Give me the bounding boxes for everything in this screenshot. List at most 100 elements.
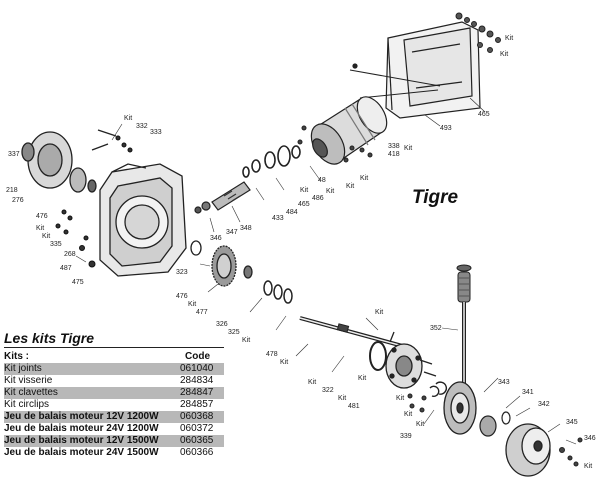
callout-label: 339: [400, 433, 412, 440]
callout-label: 268: [64, 251, 76, 258]
callout-label: 48: [318, 177, 326, 184]
callout-label: Kit: [396, 395, 404, 402]
callout-label: 347: [226, 229, 238, 236]
callout-label: 343: [498, 379, 510, 386]
callout-label: 276: [12, 197, 24, 204]
table-row: Jeu de balais moteur 24V 1200W 060372: [4, 423, 224, 435]
callout-label: 323: [176, 269, 188, 276]
kit-name: Jeu de balais moteur 24V 1200W: [4, 423, 159, 434]
callout-label: 465: [478, 111, 490, 118]
callout-label: 346: [584, 435, 596, 442]
callout-label: Kit: [416, 421, 424, 428]
callout-label: 486: [312, 195, 324, 202]
callout-label: 341: [522, 389, 534, 396]
lower-washers: [407, 393, 583, 467]
callout-label: Kit: [242, 337, 250, 344]
kits-column-label: Kits :: [4, 351, 29, 362]
table-row: Kit joints 061040: [4, 363, 224, 375]
leader-lines-top: [424, 97, 486, 127]
callout-label: 465: [298, 201, 310, 208]
callout-label: 475: [72, 279, 84, 286]
small-washers-top: [455, 12, 501, 53]
leader-lines: [75, 123, 577, 445]
callout-label: Kit: [280, 359, 288, 366]
callout-label: Kit: [500, 51, 508, 58]
callout-label: 477: [196, 309, 208, 316]
callout-label: 218: [6, 187, 18, 194]
pinion-shaft: [194, 181, 251, 214]
kit-code: 284857: [180, 399, 214, 410]
callout-label: Kit: [584, 463, 592, 470]
callout-label: Kit: [404, 145, 412, 152]
output-gear: [190, 240, 253, 287]
shaft-seal-ring: [369, 341, 387, 371]
callout-label: 476: [36, 213, 48, 220]
callout-label: 345: [566, 419, 578, 426]
callout-label: 418: [388, 151, 400, 158]
kit-name: Kit visserie: [4, 375, 53, 386]
propeller-disc: [443, 381, 477, 435]
hub-screws: [389, 331, 437, 377]
callout-labels: Kit 332 333 338 418 Kit Kit Kit 465 493 …: [6, 35, 596, 470]
spacer-rings: [263, 280, 293, 304]
callout-label: Kit: [124, 115, 132, 122]
callout-label: Kit: [300, 187, 308, 194]
callout-label: 326: [216, 321, 228, 328]
diagram-title: Tigre: [412, 187, 459, 208]
callout-label: 325: [228, 329, 240, 336]
table-row: Jeu de balais moteur 24V 1500W 060366: [4, 447, 224, 459]
kit-name: Kit clavettes: [4, 387, 58, 398]
kit-code: 284834: [180, 375, 214, 386]
circlip-parts: [429, 381, 447, 398]
callout-label: 332: [136, 123, 148, 130]
callout-label: Kit: [360, 175, 368, 182]
bearing-assembly: [479, 411, 511, 437]
end-cap: [21, 131, 97, 193]
callout-label: Kit: [326, 188, 334, 195]
kit-name: Kit joints: [4, 363, 42, 374]
table-row: Kit visserie 284834: [4, 375, 224, 387]
kit-code: 060366: [180, 447, 214, 458]
callout-label: 346: [210, 235, 222, 242]
kits-table: Les kits Tigre Kits : Code Kit joints 061…: [4, 330, 224, 459]
table-row: Kit circlips 284857: [4, 399, 224, 411]
end-pulley: [505, 423, 551, 477]
callout-label: 337: [8, 151, 20, 158]
kit-code: 060372: [180, 423, 214, 434]
callout-label: 338: [388, 143, 400, 150]
callout-label: 478: [266, 351, 278, 358]
code-column-label: Code: [185, 351, 210, 362]
kits-table-header: Kits : Code: [4, 351, 224, 363]
callout-label: Kit: [404, 411, 412, 418]
callout-label: 484: [286, 209, 298, 216]
callout-label: 322: [322, 387, 334, 394]
callout-label: Kit: [346, 183, 354, 190]
kit-name: Jeu de balais moteur 12V 1200W: [4, 411, 159, 422]
callout-label: 342: [538, 401, 550, 408]
propeller-shaft: [299, 316, 411, 350]
callout-label: 335: [50, 241, 62, 248]
motor-fasteners: [297, 125, 373, 163]
callout-label: 433: [272, 215, 284, 222]
callout-label: Kit: [375, 309, 383, 316]
housing-cover: [349, 21, 481, 119]
callout-label: Kit: [188, 301, 196, 308]
callout-label: Kit: [308, 379, 316, 386]
callout-label: 481: [348, 403, 360, 410]
kit-code: 284847: [180, 387, 214, 398]
callout-label: 493: [440, 125, 452, 132]
kit-name: Jeu de balais moteur 24V 1500W: [4, 447, 159, 458]
callout-label: 348: [240, 225, 252, 232]
kit-name: Jeu de balais moteur 12V 1500W: [4, 435, 159, 446]
kits-table-title: Les kits Tigre: [4, 330, 224, 348]
input-seals: [242, 145, 301, 178]
kit-name: Kit circlips: [4, 399, 50, 410]
kit-code: 061040: [180, 363, 214, 374]
table-row: Kit clavettes 284847: [4, 387, 224, 399]
callout-label: 352: [430, 325, 442, 332]
callout-label: 333: [150, 129, 162, 136]
